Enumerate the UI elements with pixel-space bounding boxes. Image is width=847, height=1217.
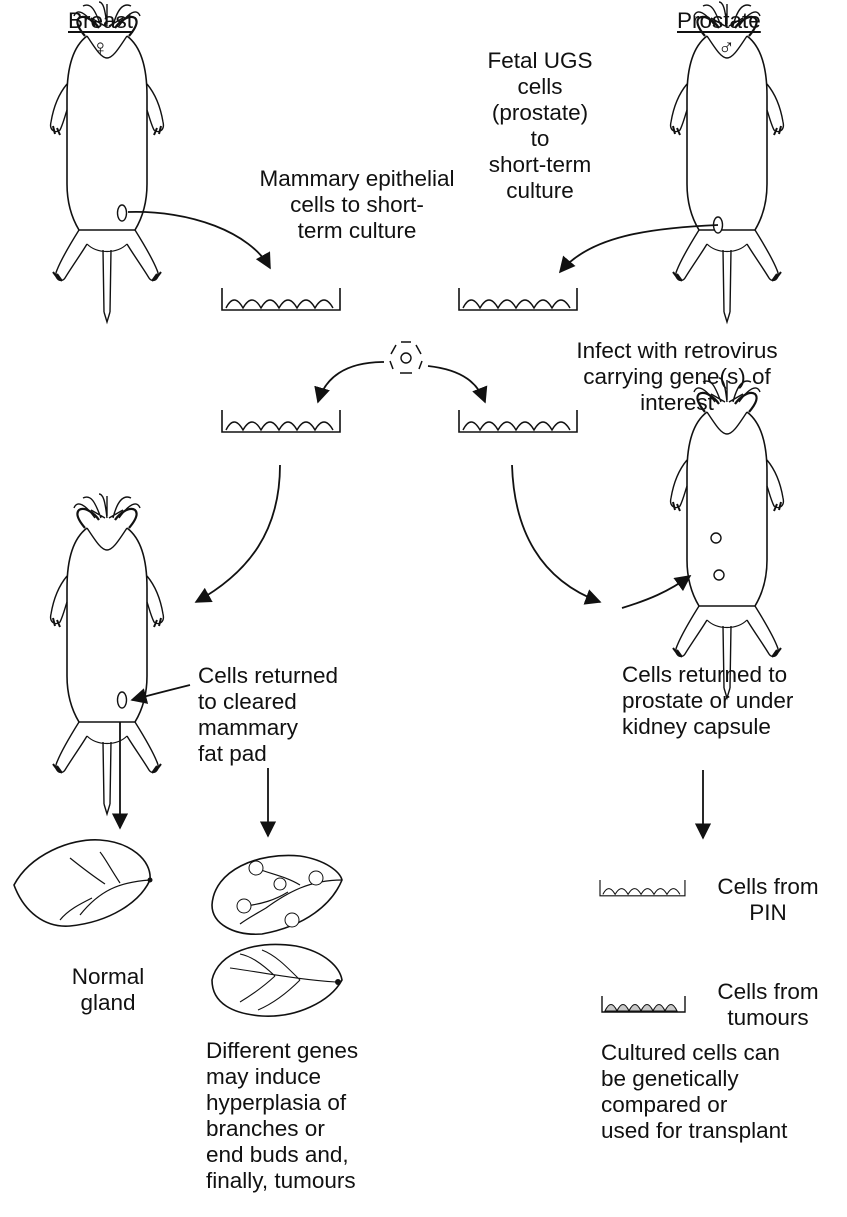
- culture-dish-icon: [602, 996, 685, 1012]
- culture-dish-icon: [222, 410, 340, 432]
- arrow: [318, 362, 384, 402]
- arrow: [622, 576, 690, 608]
- female-symbol: ♀: [92, 35, 109, 61]
- arrow: [196, 465, 280, 602]
- header-breast: Breast: [68, 8, 133, 34]
- header-prostate: Prostate: [677, 8, 761, 34]
- label-cells-pin: Cells from PIN: [708, 874, 828, 926]
- label-returned-fat-pad: Cells returned to cleared mammary fat pa…: [198, 663, 338, 767]
- arrow: [512, 465, 600, 602]
- label-mammary-culture: Mammary epithelial cells to short- term …: [247, 166, 467, 244]
- arrow: [560, 225, 718, 272]
- label-returned-prostate: Cells returned to prostate or under kidn…: [622, 662, 793, 740]
- culture-dish-icon: [459, 288, 577, 310]
- mammary-gland-icon: [14, 840, 153, 926]
- culture-dish-icon: [222, 288, 340, 310]
- label-normal-gland: Normal gland: [58, 964, 158, 1016]
- label-fetal-ugs: Fetal UGS cells (prostate) to short-term…: [470, 48, 610, 204]
- arrow: [428, 366, 485, 402]
- mammary-gland-icon: [212, 944, 342, 1016]
- male-symbol: ♂: [718, 35, 735, 61]
- label-hyperplasia: Different genes may induce hyperplasia o…: [206, 1038, 358, 1194]
- mouse-female-icon: [51, 494, 164, 814]
- culture-dish-icon: [600, 880, 685, 896]
- arrow: [132, 685, 190, 700]
- retrovirus-icon: [390, 342, 422, 373]
- mouse-male-icon: [671, 378, 784, 698]
- label-cultured-cells: Cultured cells can be genetically compar…: [601, 1040, 787, 1144]
- label-infect: Infect with retrovirus carrying gene(s) …: [527, 338, 827, 416]
- mammary-gland-icon: [212, 855, 342, 934]
- label-cells-tumours: Cells from tumours: [708, 979, 828, 1031]
